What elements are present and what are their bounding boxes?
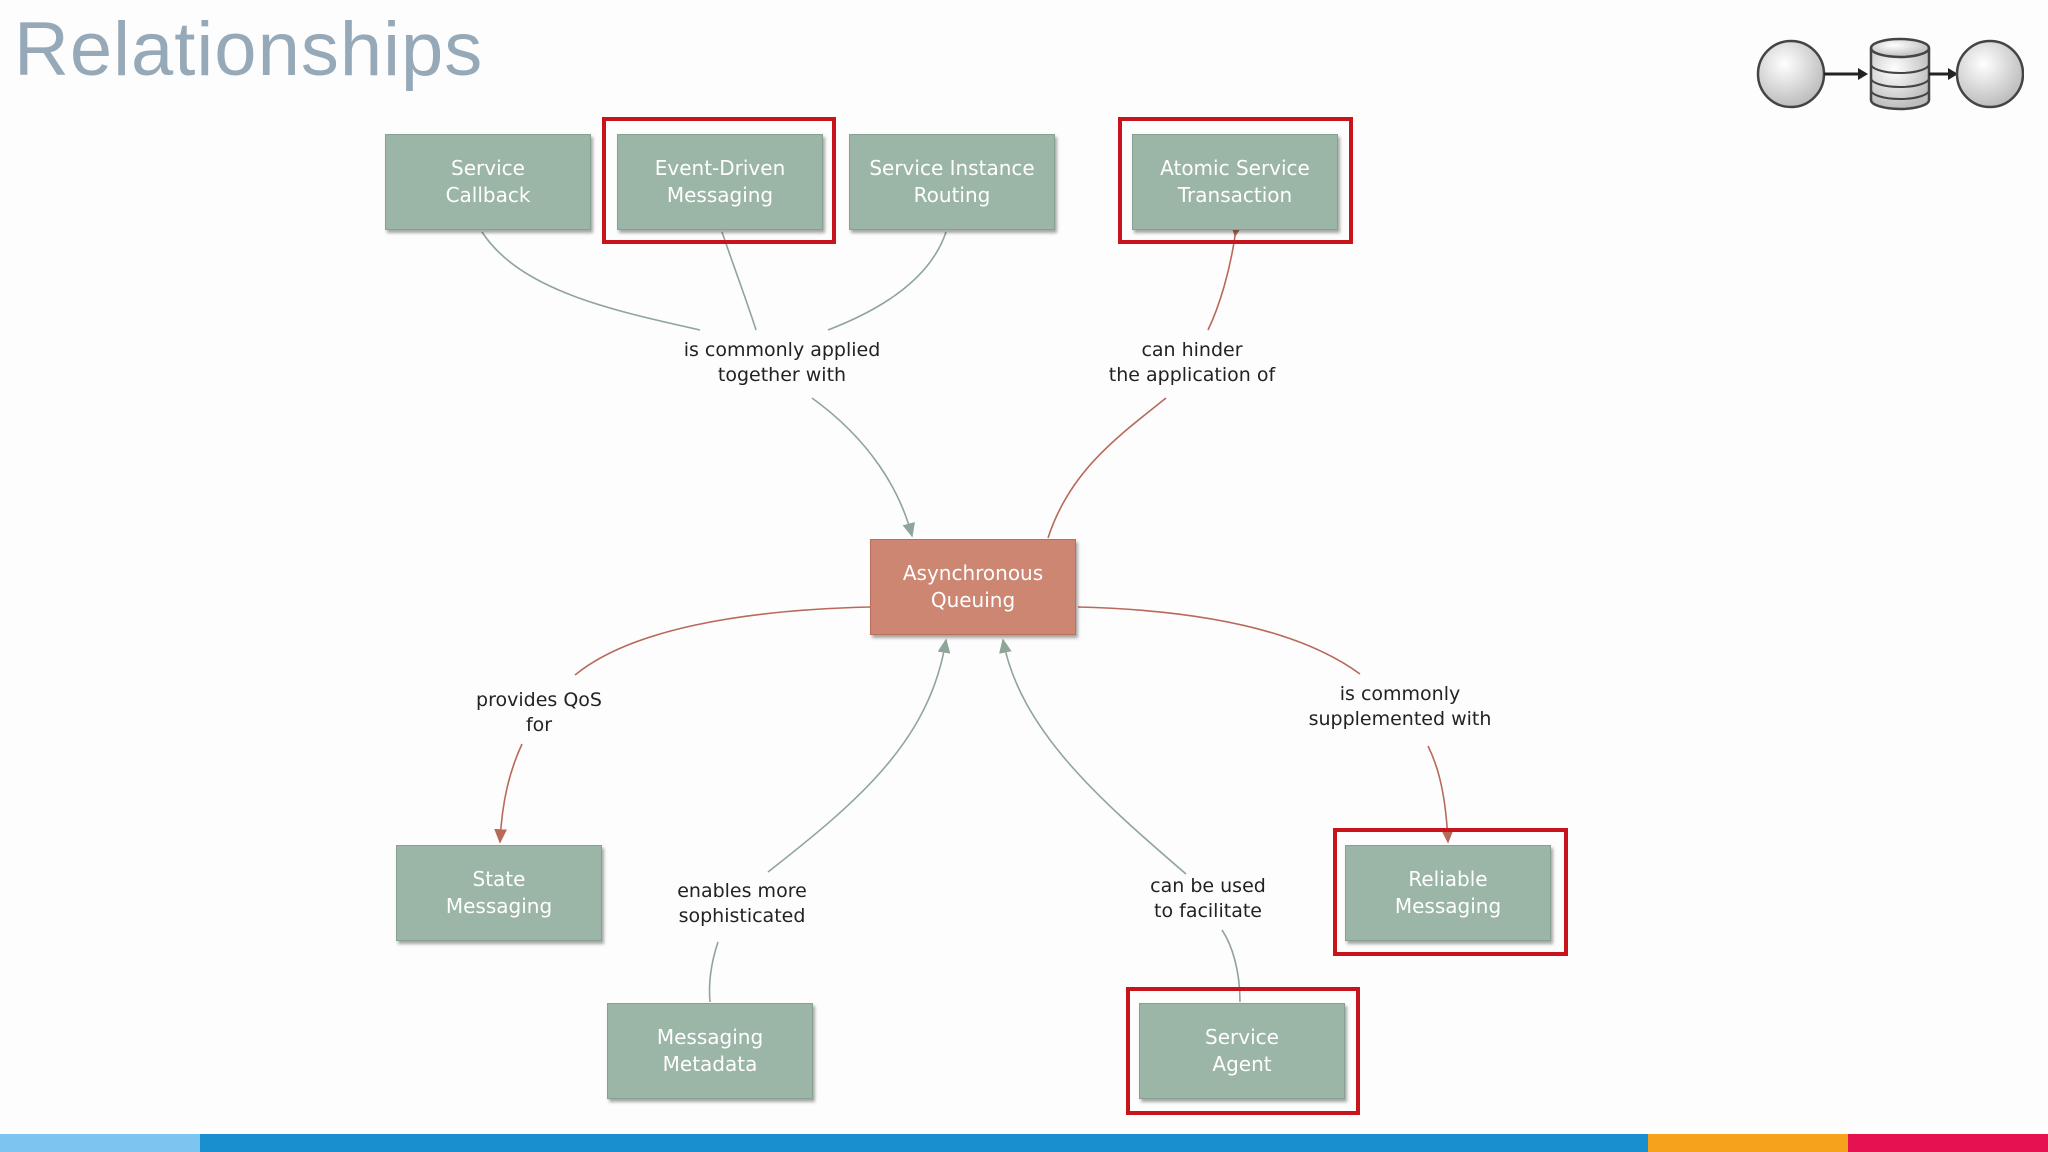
relation-enables: enables more sophisticated [677, 880, 807, 927]
footer-segment-pink [1848, 1134, 2048, 1152]
edge-enables-to-queuing [767, 638, 951, 873]
highlight-event-driven-messaging [602, 117, 836, 244]
edge-queuing-to-supplemented [1077, 606, 1361, 675]
footer-segment-light-blue [0, 1134, 200, 1152]
relation-provides-qos: provides QoS for [476, 689, 602, 736]
relation-applied-together: is commonly applied together with [683, 339, 881, 386]
node-event-driven-messaging: Event-Driven Messaging [617, 134, 823, 230]
footer-segment-blue [200, 1134, 1648, 1152]
node-reliable-messaging: Reliable Messaging [1345, 845, 1551, 941]
highlight-reliable-messaging [1333, 828, 1568, 956]
edge-metadata-to-enables [708, 941, 719, 1003]
node-service-agent: Service Agent [1139, 1003, 1345, 1099]
edge-facilitate-to-queuing [999, 638, 1187, 875]
highlight-atomic-service-transaction [1118, 117, 1353, 244]
node-asynchronous-queuing: Asynchronous Queuing [870, 539, 1076, 635]
edge-agent-to-facilitate [1221, 929, 1241, 1003]
edge-atomic-transaction [1207, 222, 1244, 331]
relation-facilitate: can be used to facilitate [1150, 875, 1266, 922]
edge-queuing-to-hinder [1047, 397, 1167, 539]
page-title: Relationships [14, 7, 484, 92]
relation-can-hinder: can hinder the application of [1108, 339, 1276, 386]
service-datastore-service-icon [1756, 37, 2024, 111]
node-service-callback: Service Callback [385, 134, 591, 230]
node-atomic-service-transaction: Atomic Service Transaction [1132, 134, 1338, 230]
edge-qos-to-state [494, 743, 523, 844]
edge-queuing-to-qos [574, 606, 871, 676]
edge-applied-to-queuing [811, 397, 915, 538]
footer-color-bar [0, 1134, 2048, 1152]
relation-supplemented: is commonly supplemented with [1308, 683, 1492, 730]
footer-segment-orange [1648, 1134, 1848, 1152]
node-messaging-metadata: Messaging Metadata [607, 1003, 813, 1099]
highlight-service-agent [1126, 987, 1360, 1115]
edge-event-driven-messaging [721, 231, 757, 331]
node-state-messaging: State Messaging [396, 845, 602, 941]
node-service-instance-routing: Service Instance Routing [849, 134, 1055, 230]
edge-service-instance-routing [827, 231, 947, 331]
edge-service-callback [481, 231, 701, 331]
